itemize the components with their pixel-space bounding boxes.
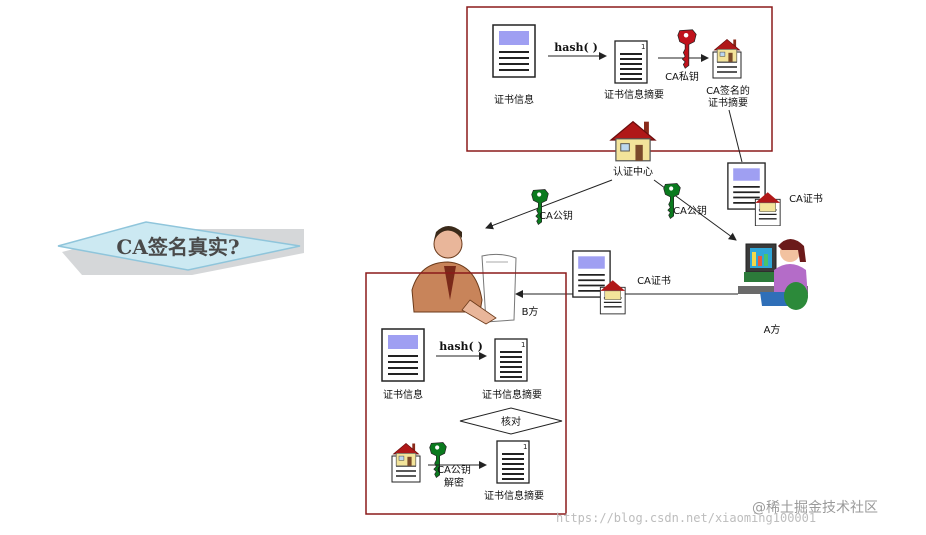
ca-signed-label-1: CA签名的	[706, 84, 750, 97]
ca-public-key-right-label: CA公钥	[673, 204, 707, 217]
ca-certificate-mid-label: CA证书	[637, 275, 671, 287]
b-hash-label: hash( )	[439, 340, 483, 353]
certification-center-house-icon	[610, 121, 656, 162]
b-doc-label: 证书信息	[383, 388, 423, 401]
b-signed-digest-icon	[391, 443, 421, 483]
b-digest2-icon	[496, 440, 530, 484]
party-a-label: A方	[764, 323, 781, 336]
ca-digest-label: 证书信息摘要	[604, 88, 664, 101]
ca-certificate-top-icon	[727, 162, 782, 226]
signed-digest-link-line	[728, 109, 743, 163]
b-digest-icon	[494, 338, 528, 382]
diagram-title: CA签名真实?	[116, 235, 239, 259]
ca-private-key-icon	[677, 29, 697, 69]
b-decrypt-label-1: CA公钥	[437, 463, 471, 476]
ca-private-key-label: CA私钥	[665, 70, 699, 83]
compare-diamond	[459, 407, 563, 435]
ca-signed-label-2: 证书摘要	[708, 96, 748, 109]
b-digest2-label: 证书信息摘要	[484, 489, 544, 502]
b-digest-label: 证书信息摘要	[482, 388, 542, 401]
public-key-to-b-arrow	[485, 179, 613, 230]
b-cert-info-doc-icon	[381, 328, 425, 382]
ca-doc-label: 证书信息	[494, 93, 534, 106]
ca-certificate-top-label: CA证书	[789, 193, 823, 205]
party-b-person-icon	[411, 226, 517, 325]
ca-signed-digest-icon	[712, 39, 742, 79]
b-decrypt-label-2: 解密	[444, 476, 464, 489]
ca-hash-label: hash( )	[554, 41, 598, 54]
ca-digest-icon	[614, 40, 648, 84]
title-banner: CA签名真实?	[57, 221, 304, 275]
ca-cert-info-doc-icon	[492, 24, 536, 78]
watermark-url: https://blog.csdn.net/xiaoming100001	[556, 511, 816, 525]
certification-center-label: 认证中心	[613, 165, 653, 178]
watermark-site: @稀土掘金技术社区	[752, 500, 878, 516]
ca-public-key-left-label: CA公钥	[539, 209, 573, 222]
party-a-person-icon	[738, 239, 808, 310]
ca-certificate-mid-icon	[572, 250, 627, 315]
party-b-frame	[365, 272, 567, 515]
compare-label: 核对	[501, 415, 521, 428]
party-b-label: B方	[522, 305, 539, 318]
